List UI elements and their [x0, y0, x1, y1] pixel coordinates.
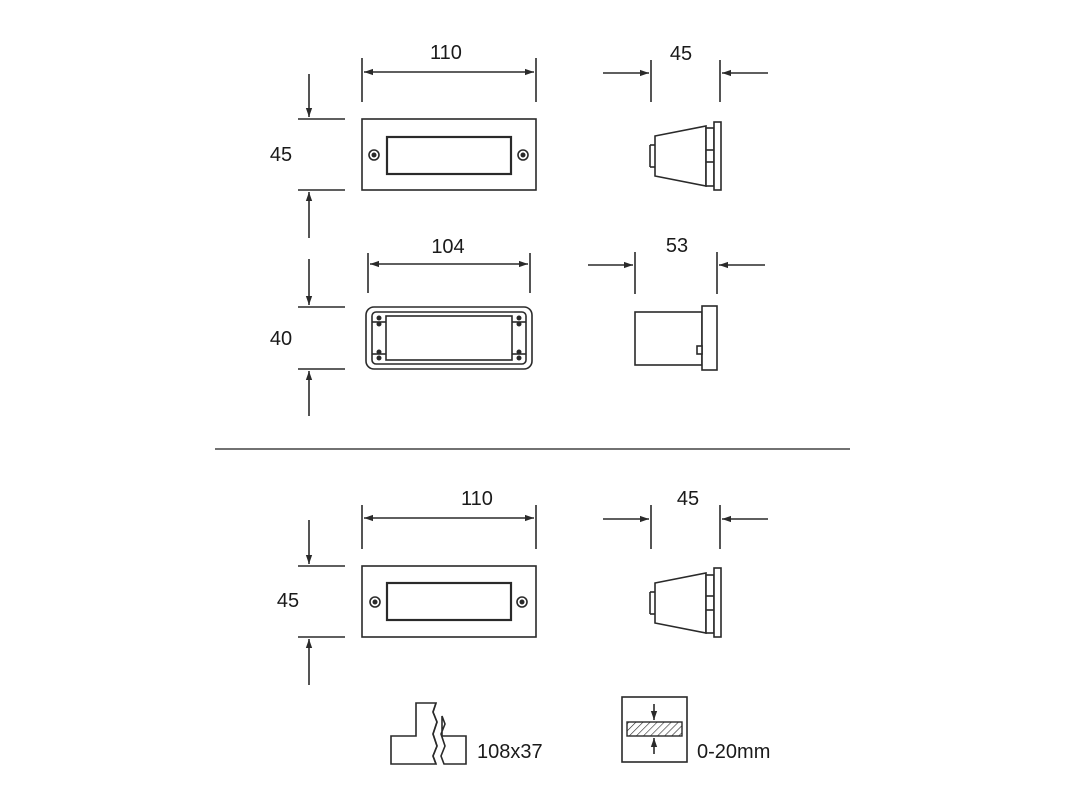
top-front-width-label: 110: [430, 42, 462, 64]
lens-opening: [385, 135, 513, 176]
middle-side-view: 53: [588, 235, 765, 371]
cutout-icon: [390, 702, 467, 765]
screw-icon: [368, 149, 380, 161]
bottom-side-depth-label: 45: [677, 488, 699, 510]
wall-thickness-label: 0-20mm: [697, 741, 770, 763]
screw-icon: [516, 596, 528, 608]
top-side-depth-label: 45: [670, 43, 692, 65]
mounting-box: [365, 306, 533, 370]
middle-front-view: 104 40: [270, 236, 533, 416]
middle-side-depth-label: 53: [666, 235, 688, 257]
middle-front-height-label: 40: [270, 328, 292, 350]
bottom-front-height-label: 45: [277, 590, 299, 612]
lens-opening: [385, 581, 513, 622]
bottom-front-view: 110 45: [277, 488, 537, 685]
cutout-size-label: 108x37: [477, 741, 543, 763]
top-front-height-label: 45: [270, 144, 292, 166]
bottom-side-view: 45: [603, 488, 768, 638]
screw-icon: [369, 596, 381, 608]
wall-thickness-icon: [621, 696, 688, 763]
top-front-view: 110 45: [270, 42, 537, 238]
screw-icon: [376, 315, 382, 361]
frame-plate: [361, 118, 537, 191]
bottom-front-width-label: 110: [461, 488, 493, 510]
screw-icon: [516, 315, 522, 361]
frame-plate: [361, 565, 537, 638]
top-side-view: 45: [603, 43, 768, 191]
screw-icon: [517, 149, 529, 161]
middle-front-width-label: 104: [431, 236, 464, 258]
